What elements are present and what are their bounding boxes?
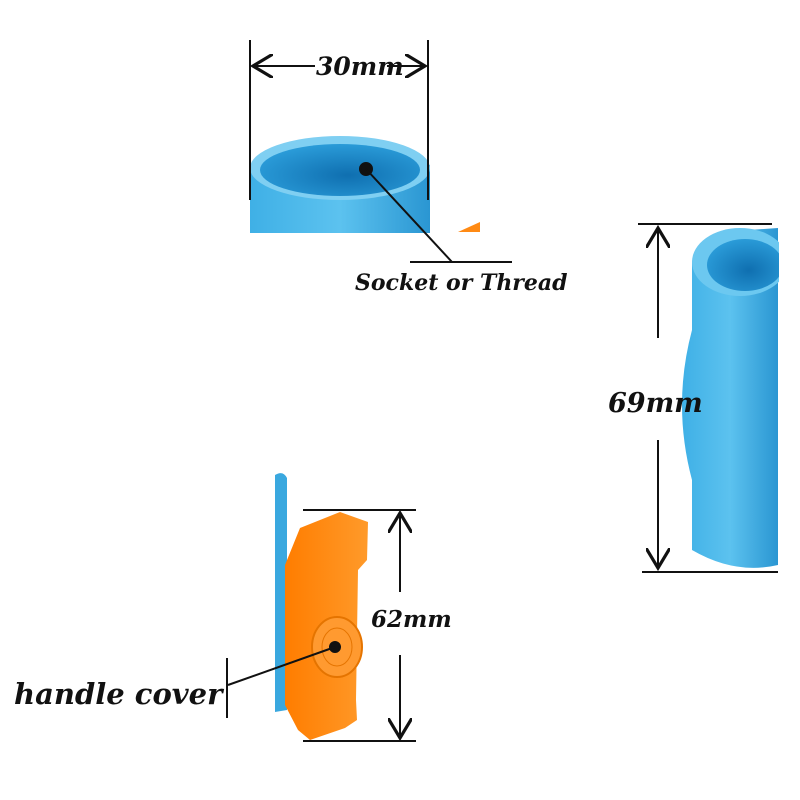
handle-cover-label: handle cover	[14, 677, 225, 711]
width-label: 30mm	[316, 52, 404, 81]
handle-height-dimension	[303, 509, 416, 742]
height-label: 69mm	[608, 388, 703, 419]
top-pipe-socket	[250, 136, 480, 233]
handle	[275, 473, 368, 740]
height-dimension	[638, 223, 778, 573]
orange-fragment	[458, 222, 480, 232]
socket-callout	[359, 162, 512, 263]
socket-label: Socket or Thread	[355, 270, 568, 296]
handle-height-label: 62mm	[371, 606, 452, 633]
valve-body-side	[682, 220, 800, 580]
handle-cover-callout	[226, 641, 341, 718]
